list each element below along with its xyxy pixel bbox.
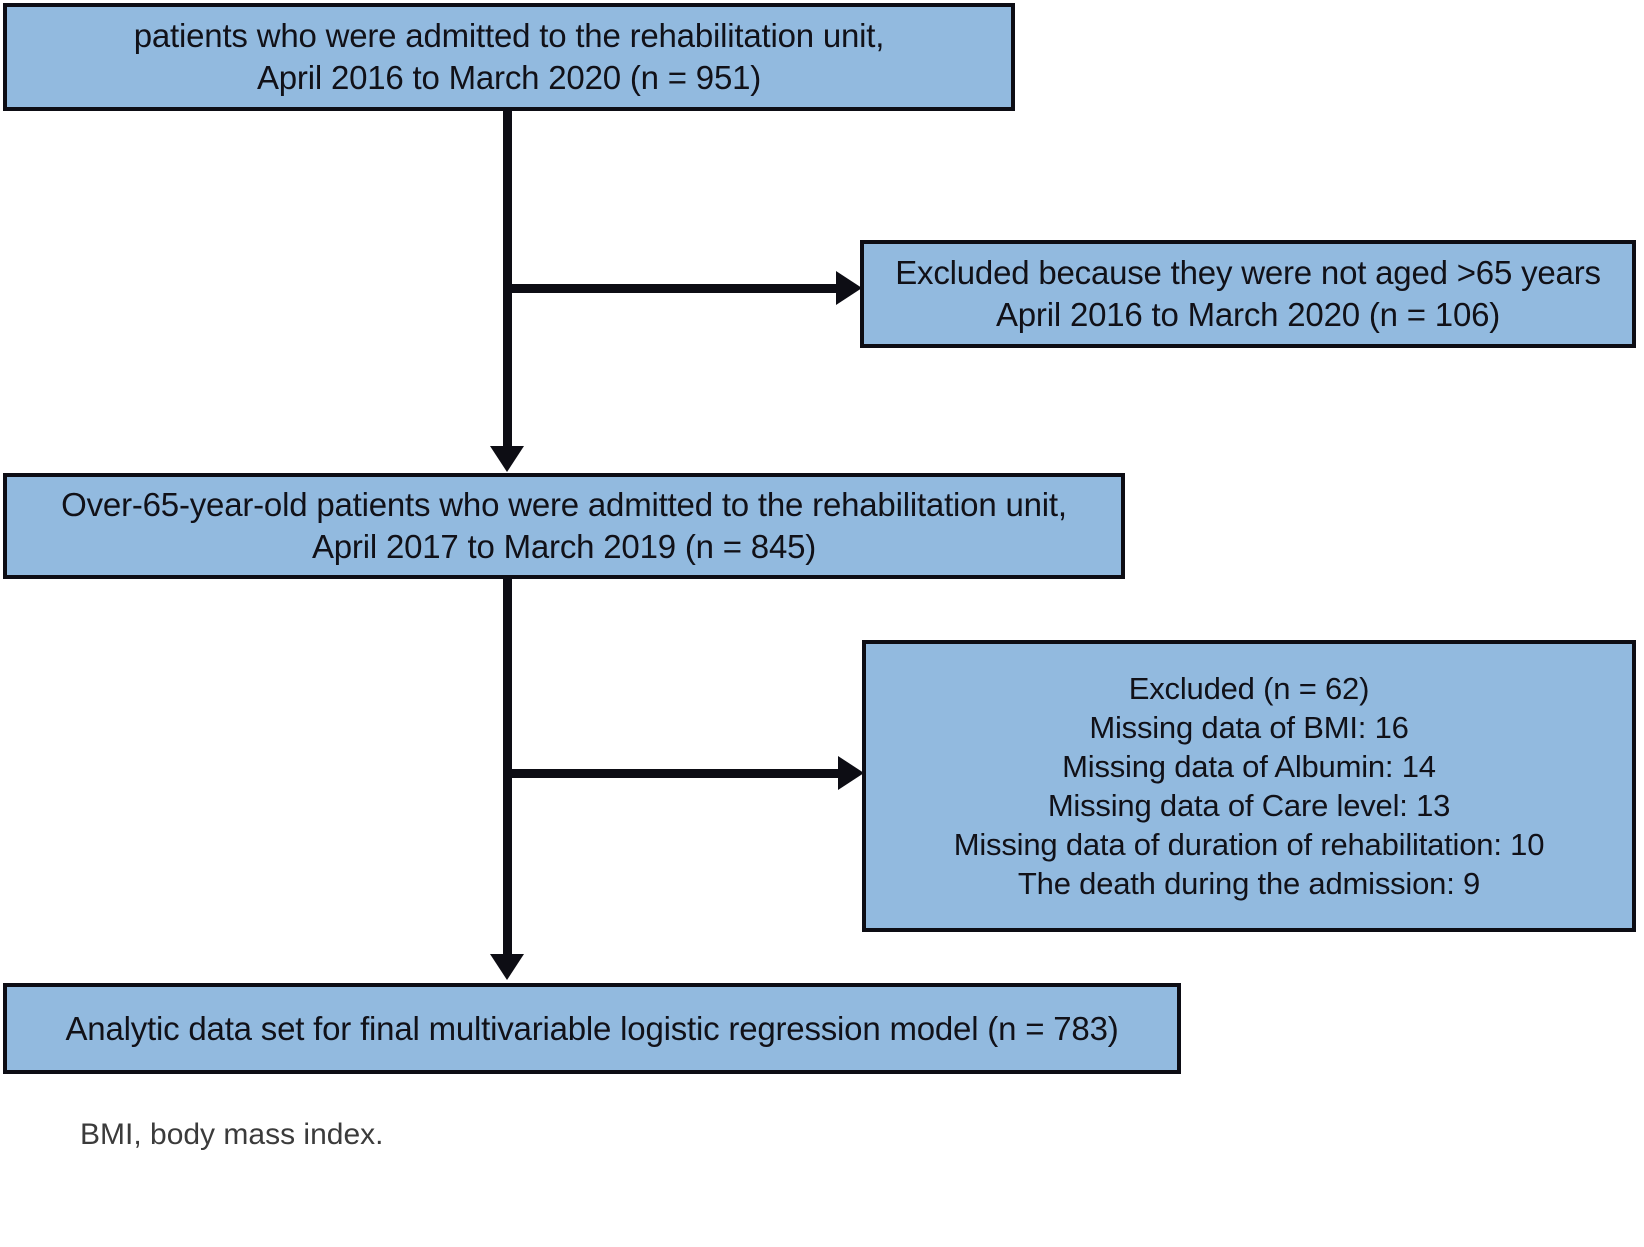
connector-branch2-to-analytic: [503, 769, 512, 954]
flow-box-over-65-cohort: Over-65-year-old patients who were admit…: [3, 473, 1125, 579]
excluded-age-line-2: April 2016 to March 2020 (n = 106): [995, 296, 1501, 333]
arrow-right-icon-to-excluded-detail: [838, 756, 864, 790]
over65-line-2: April 2017 to March 2019 (n = 845): [311, 528, 817, 565]
over65-line-1: Over-65-year-old patients who were admit…: [61, 486, 1067, 524]
excluded-detail-line-1: Excluded (n = 62): [1128, 670, 1370, 706]
analytic-line-1: Analytic data set for final multivariabl…: [65, 1009, 1119, 1047]
arrow-down-icon-to-analytic: [490, 954, 524, 980]
footnote-abbreviation: BMI, body mass index.: [80, 1118, 384, 1151]
arrow-down-icon-to-over65: [490, 446, 524, 472]
arrow-right-icon-to-excluded-age: [836, 271, 862, 305]
source-cohort-line-1: patients who were admitted to the rehabi…: [133, 17, 885, 55]
connector-over65-to-branch2: [503, 579, 512, 779]
source-cohort-line-2: April 2016 to March 2020 (n = 951): [256, 59, 762, 96]
connector-branch-excluded-detail: [503, 769, 839, 778]
connector-branch1-to-over65: [503, 284, 512, 446]
excluded-detail-line-4: Missing data of Care level: 13: [1047, 788, 1451, 823]
flow-box-analytic-data-set: Analytic data set for final multivariabl…: [3, 983, 1181, 1074]
connector-branch-excluded-age: [503, 284, 839, 293]
flow-box-excluded-missing-data: Excluded (n = 62) Missing data of BMI: 1…: [862, 640, 1636, 932]
excluded-age-line-1: Excluded because they were not aged >65 …: [895, 254, 1601, 292]
excluded-detail-line-6: The death during the admission: 9: [1017, 866, 1481, 902]
excluded-detail-line-5: Missing data of duration of rehabilitati…: [953, 827, 1545, 863]
connector-source-to-branch1: [503, 111, 512, 296]
excluded-detail-line-3: Missing data of Albumin: 14: [1062, 748, 1436, 784]
flow-box-excluded-not-over-65: Excluded because they were not aged >65 …: [860, 240, 1636, 348]
flow-box-source-cohort: patients who were admitted to the rehabi…: [3, 3, 1015, 111]
excluded-detail-line-2: Missing data of BMI: 16: [1089, 709, 1409, 745]
